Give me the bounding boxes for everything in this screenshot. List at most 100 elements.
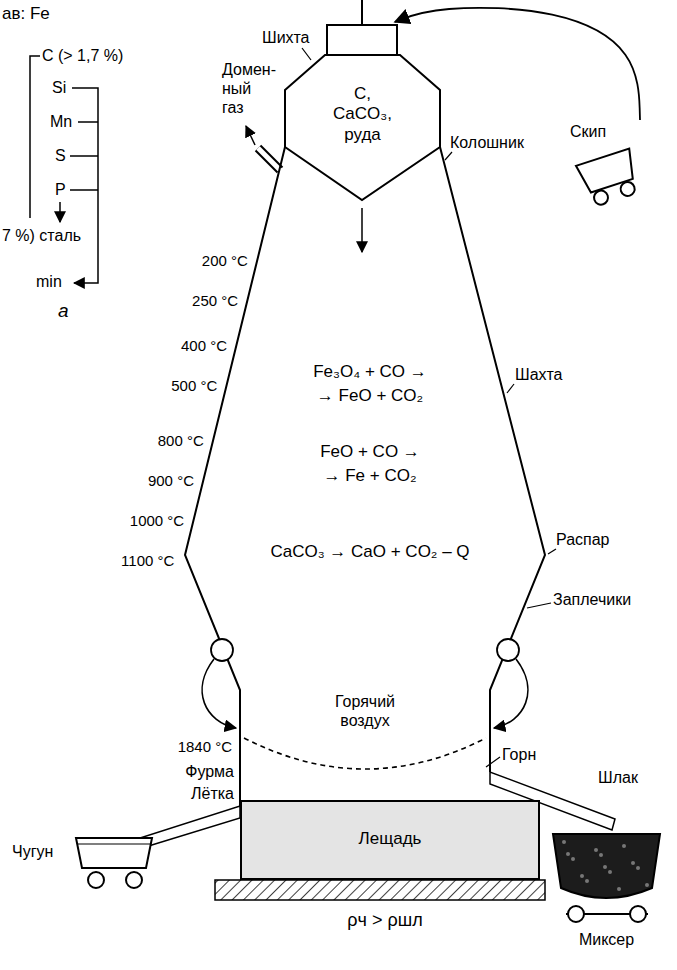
label: ρч > ρшл <box>347 910 422 932</box>
label: ав: Fe <box>2 4 50 24</box>
iron-level <box>78 843 150 844</box>
slag-texture <box>636 866 640 870</box>
slag-texture <box>562 840 566 844</box>
wheel <box>592 189 610 207</box>
label: 1000 °C <box>130 512 184 530</box>
label: P <box>55 180 66 199</box>
slag-texture <box>594 848 598 852</box>
wagon-node: Чугун <box>12 828 162 898</box>
slag-texture <box>571 857 575 861</box>
box-node: Лещадь <box>240 800 540 880</box>
tuyere-ring <box>211 639 233 661</box>
leader-line <box>486 757 500 767</box>
label: Горн <box>502 745 536 764</box>
hopper-outline <box>285 55 440 200</box>
furnace-right-wall <box>440 147 545 772</box>
leader-line <box>548 549 556 554</box>
skip-node: Скип <box>560 120 655 210</box>
leader-line <box>445 152 452 160</box>
slag-texture <box>617 887 621 891</box>
tuyere-ring <box>497 639 519 661</box>
label: → Fe + CO₂ <box>323 466 416 486</box>
hot-air-pipes <box>202 659 528 769</box>
label: a <box>58 300 69 323</box>
gas-arrow <box>246 126 255 145</box>
label: Mn <box>50 112 72 131</box>
label: S <box>55 146 66 165</box>
hopper-node: C, CaCO₃, руда <box>285 22 440 202</box>
hopper-cap <box>327 25 397 55</box>
label: 250 °C <box>192 292 238 310</box>
furnace-left-wall <box>185 147 285 806</box>
label: Колошник <box>450 133 524 152</box>
label: Распар <box>556 530 610 549</box>
slag-texture <box>599 853 603 857</box>
label: Лётка <box>191 784 234 803</box>
tuyeres <box>211 639 519 661</box>
slag-texture <box>585 879 589 883</box>
tuyere-pipe <box>202 659 236 728</box>
leader-line <box>302 48 311 60</box>
label: C (> 1,7 %) <box>42 46 123 65</box>
wheel <box>126 872 142 888</box>
charging-pipe <box>361 0 363 25</box>
gas-pipe-inner <box>258 148 282 172</box>
iron-trough <box>140 806 240 848</box>
label: 7 %) сталь <box>2 226 81 245</box>
slag-texture <box>631 861 635 865</box>
label: 900 °C <box>148 472 194 490</box>
slag-texture <box>645 883 649 887</box>
combustion-zone <box>244 738 486 769</box>
hearth-bottom <box>241 801 539 879</box>
slag-ladle <box>553 834 660 898</box>
left-bracket <box>30 56 40 218</box>
charge-arrow <box>361 208 363 252</box>
label: Шлак <box>598 768 638 787</box>
node-text: C, CaCO₃, руда <box>330 84 396 145</box>
label: 1840 °C <box>178 738 232 756</box>
label: 500 °C <box>171 377 217 395</box>
label: 400 °C <box>181 337 227 355</box>
iron-ladle-car <box>76 838 152 868</box>
wheel <box>88 872 104 888</box>
bracket-tick <box>70 155 98 157</box>
slag-texture <box>603 865 607 869</box>
node-text: Скип <box>570 122 606 141</box>
slag-texture <box>580 874 584 878</box>
label: 800 °C <box>158 432 204 450</box>
wagon-shape <box>12 828 162 898</box>
tuyere-pipe <box>494 659 528 728</box>
slag-texture <box>566 852 570 856</box>
skip-cart <box>576 149 643 209</box>
mixer-node: Миксер <box>548 826 665 962</box>
label: min <box>36 272 62 291</box>
down-arrow <box>59 202 61 222</box>
slag-texture <box>608 870 612 874</box>
composition-bracket <box>30 56 98 283</box>
label: Шихта <box>262 28 309 47</box>
label: FeO + CO → <box>320 442 420 462</box>
label: CaCO₃ → CaO + CO₂ – Q <box>270 542 469 562</box>
node-text: Чугун <box>12 842 53 861</box>
node-text: Миксер <box>579 930 634 949</box>
label: Заплечики <box>553 590 631 609</box>
right-bracket <box>72 88 98 283</box>
furnace-wall <box>185 147 545 806</box>
label: Горячий воздух <box>325 692 405 730</box>
bracket-tick <box>78 121 98 123</box>
leader-line <box>507 384 514 393</box>
bracket-tick <box>70 189 98 191</box>
slag-texture <box>622 844 626 848</box>
label: Fe₃O₄ + CO → <box>313 362 427 382</box>
label: Домен- ный газ <box>222 60 276 118</box>
wheel <box>619 180 637 198</box>
label: → FeO + CO₂ <box>317 386 423 406</box>
label: 200 °C <box>202 252 248 270</box>
wheel <box>568 906 584 922</box>
label: 1100 °C <box>121 552 174 570</box>
foundation-slab <box>215 880 545 900</box>
node-text: Лещадь <box>359 829 422 849</box>
label: Фурма <box>185 762 234 781</box>
